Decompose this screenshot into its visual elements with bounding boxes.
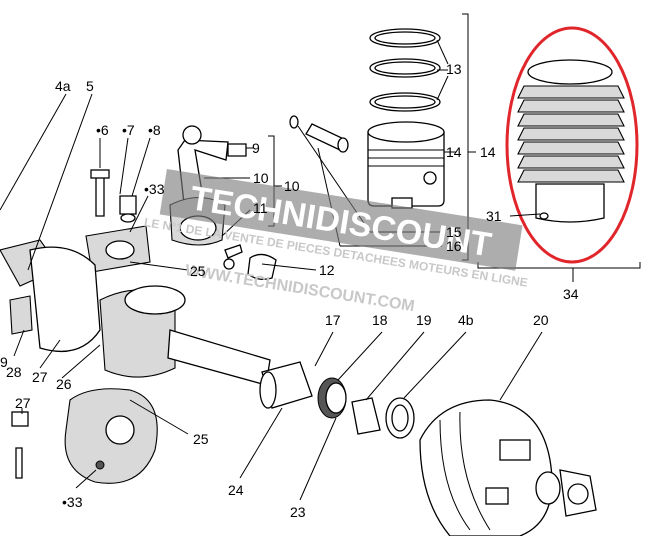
label-26: 26 bbox=[56, 376, 72, 392]
bushing-and-seal bbox=[351, 397, 415, 439]
flywheel-housing bbox=[419, 399, 597, 537]
label-23: 23 bbox=[290, 504, 306, 520]
label-25-lower: 25 bbox=[193, 431, 209, 447]
label-33-bottom: •33 bbox=[62, 494, 83, 510]
watermark-url: WWW.TECHNIDISCOUNT.COM bbox=[184, 262, 416, 315]
label-20: 20 bbox=[533, 312, 549, 328]
label-15: 15 bbox=[446, 224, 462, 240]
label-16: 16 bbox=[446, 238, 462, 254]
watermark: TECHNIDISCOUNT LE N°1 DE LA VENTE DE PIE… bbox=[143, 168, 529, 315]
label-24: 24 bbox=[228, 482, 244, 498]
label-13: 13 bbox=[446, 61, 462, 77]
cylinder-barrel bbox=[517, 59, 625, 223]
label-17: 17 bbox=[325, 312, 341, 328]
label-27-lower: 27 bbox=[15, 395, 31, 411]
highlight-circle bbox=[505, 26, 639, 264]
label-9: 9 bbox=[252, 140, 260, 156]
label-4b: 4b bbox=[458, 312, 474, 328]
label-5: 5 bbox=[86, 78, 94, 94]
label-25-upper: 25 bbox=[190, 263, 206, 279]
main-bearing-cap bbox=[85, 225, 151, 273]
part-labels: 4a 5 •6 •7 •8 •33 9 10 10 11 12 13 14 14… bbox=[0, 61, 579, 520]
label-10-rod: 10 bbox=[253, 170, 269, 186]
label-4a: 4a bbox=[55, 78, 71, 94]
timing-gear bbox=[317, 377, 347, 419]
label-33-top: •33 bbox=[144, 181, 165, 197]
crankshaft bbox=[0, 239, 271, 386]
label-10-group: 10 bbox=[284, 178, 300, 194]
label-14-group: 14 bbox=[480, 144, 496, 160]
piston bbox=[367, 121, 445, 209]
label-8: •8 bbox=[148, 122, 161, 138]
piston-rings bbox=[369, 28, 441, 112]
label-11: 11 bbox=[253, 200, 268, 216]
flywheel-counterweight bbox=[11, 388, 158, 484]
label-18: 18 bbox=[372, 312, 388, 328]
label-34: 34 bbox=[563, 286, 579, 302]
piston-pin bbox=[289, 115, 349, 153]
small-fasteners bbox=[90, 169, 137, 223]
label-27-upper: 27 bbox=[32, 369, 48, 385]
shaft-sleeve bbox=[259, 361, 313, 409]
label-28: 28 bbox=[6, 364, 22, 380]
label-6: •6 bbox=[96, 122, 109, 138]
label-7: •7 bbox=[122, 122, 135, 138]
label-12: 12 bbox=[319, 262, 335, 278]
cooling-fins bbox=[517, 85, 625, 183]
label-31: 31 bbox=[486, 208, 502, 224]
label-29-partial: 9 bbox=[0, 354, 8, 370]
label-14-piston: 14 bbox=[446, 144, 462, 160]
label-19: 19 bbox=[416, 312, 432, 328]
rod-bolt-and-bearing bbox=[223, 244, 277, 280]
